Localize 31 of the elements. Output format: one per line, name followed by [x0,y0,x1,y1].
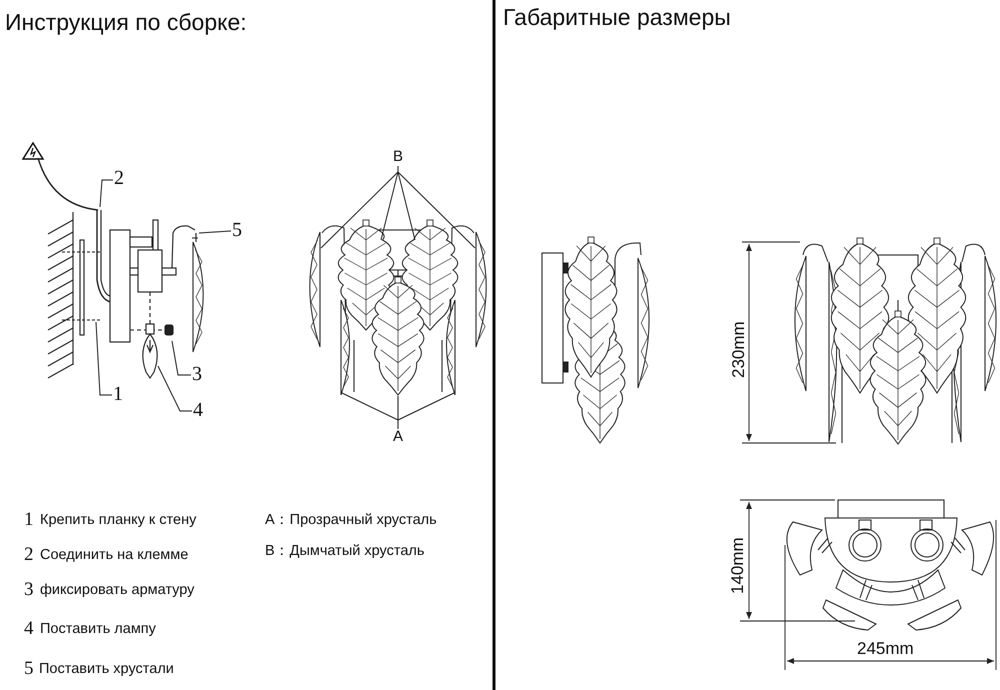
step-number: 3 [24,580,34,601]
crystal-pendant-drawing [340,300,350,396]
section-heading: Габаритные размеры [503,5,731,30]
step-text: Поставить хрустали [39,662,174,678]
step-text: фиксировать арматуру [40,583,194,599]
leader-line [96,322,112,396]
crystal-leaf-drawing [372,276,424,396]
leader-line [100,180,114,208]
leader-line [398,166,476,248]
dimension-label: 245mm [857,640,914,659]
step-number: 1 [24,510,34,531]
crystal-pendant-drawing [476,232,487,348]
step-number: 4 [24,619,34,640]
step-number: 5 [24,659,34,680]
leader-line [198,230,232,234]
callout-letter: B [392,149,404,164]
step-text: Крепить планку к стену [40,513,196,529]
dimension-label: 230mm [730,321,749,378]
callout-letter: A [392,429,404,444]
step-text: Соединить на клемме [40,548,188,564]
leader-line [158,366,192,412]
step-number: 2 [24,545,34,566]
section-heading: Инструкция по сборке: [5,10,247,36]
leader-line [172,340,192,376]
leader-line [398,392,454,430]
crystal-pendant-drawing [446,300,456,396]
dimension-label: 140mm [729,537,748,594]
step-text: Поставить лампу [40,622,156,638]
crystal-key-text: A：Прозрачный хрусталь [265,513,437,529]
crystal-key-text: B：Дымчатый хрусталь [265,544,424,560]
crystal-pendant-drawing [309,232,320,348]
